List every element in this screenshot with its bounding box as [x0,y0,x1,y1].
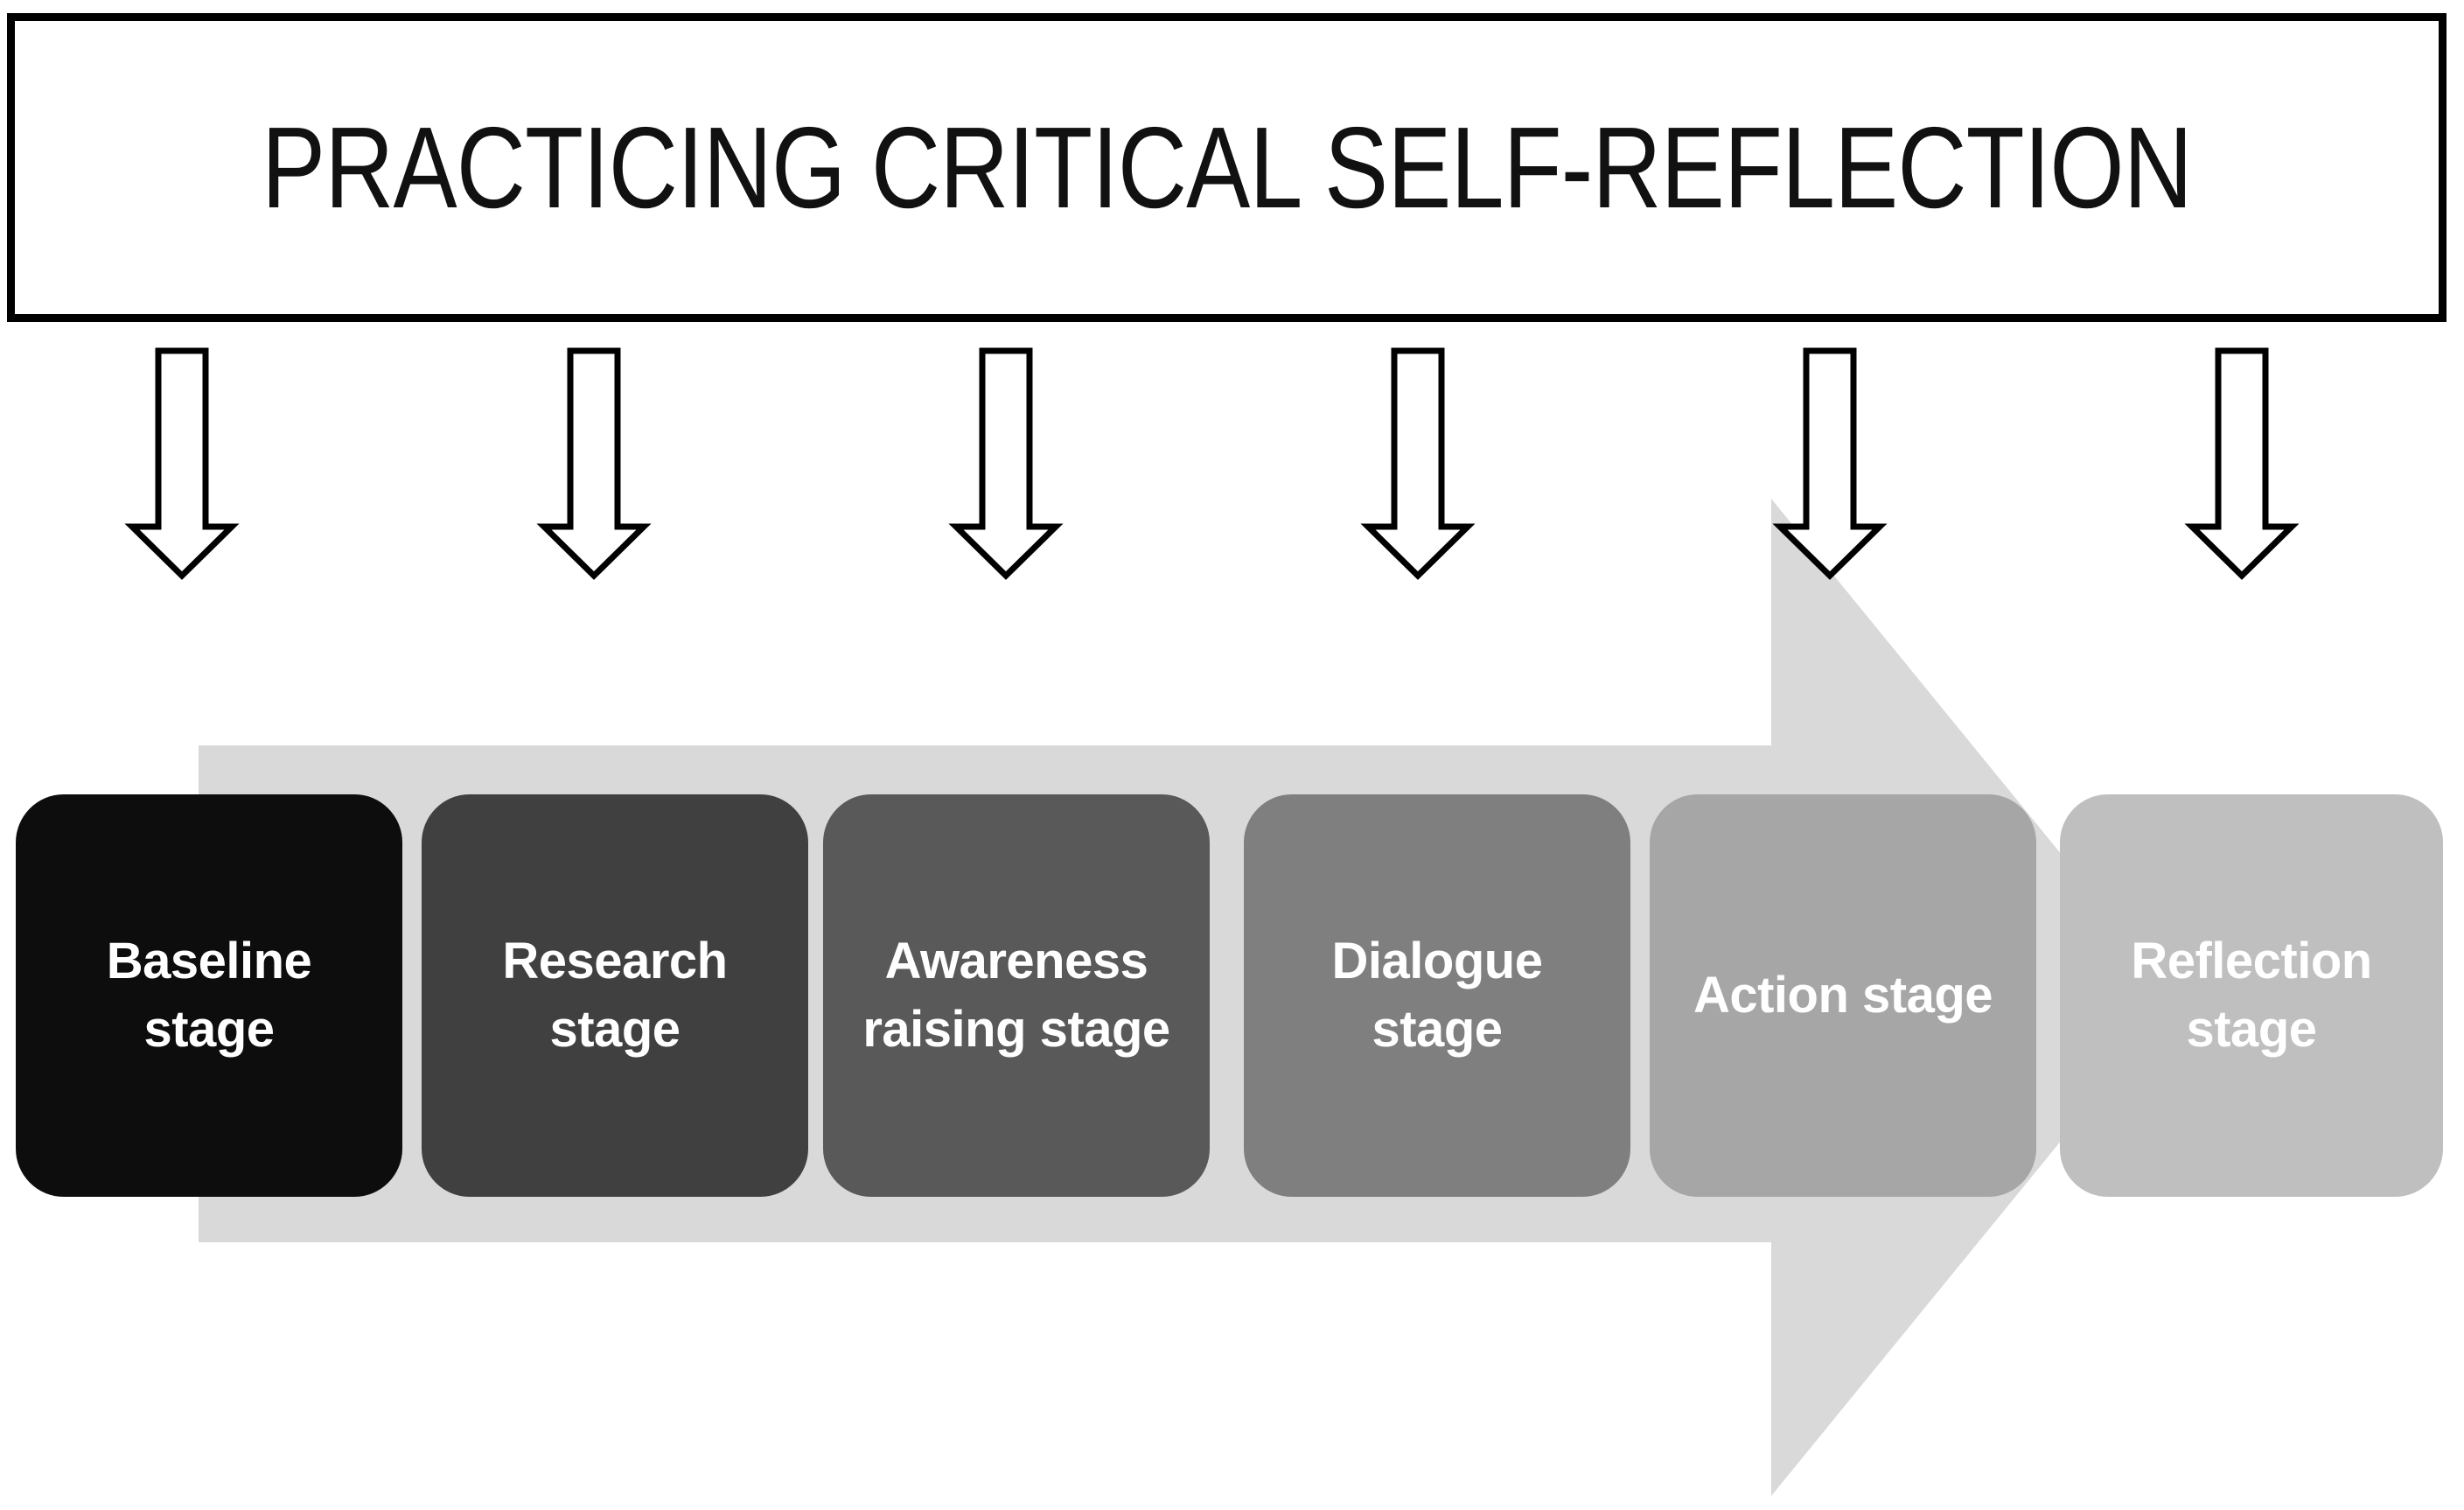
title-box: PRACTICING CRITICAL SELF-REFLECTION [7,13,2447,322]
stage-box-action: Action stage [1650,794,2036,1197]
down-arrow-icon [2184,347,2300,580]
down-arrow-icon [1360,347,1476,580]
stage-box-awareness: Awareness raising stage [823,794,1210,1197]
stage-box-dialogue: Dialogue stage [1244,794,1630,1197]
down-arrow-icon [124,347,240,580]
stage-label: Baseline stage [106,932,312,1058]
stage-label: Research stage [502,932,728,1058]
down-arrow-icon [536,347,652,580]
stage-box-reflection: Reflection stage [2060,794,2443,1197]
stage-label: Awareness raising stage [862,932,1170,1058]
down-arrow-icon [1772,347,1888,580]
stage-label: Reflection stage [2131,932,2372,1058]
stage-label: Dialogue stage [1331,932,1543,1058]
page-title: PRACTICING CRITICAL SELF-REFLECTION [261,103,2193,232]
stage-label: Action stage [1693,966,1993,1024]
stage-box-baseline: Baseline stage [16,794,402,1197]
stage-box-research: Research stage [422,794,808,1197]
down-arrow-icon [948,347,1064,580]
